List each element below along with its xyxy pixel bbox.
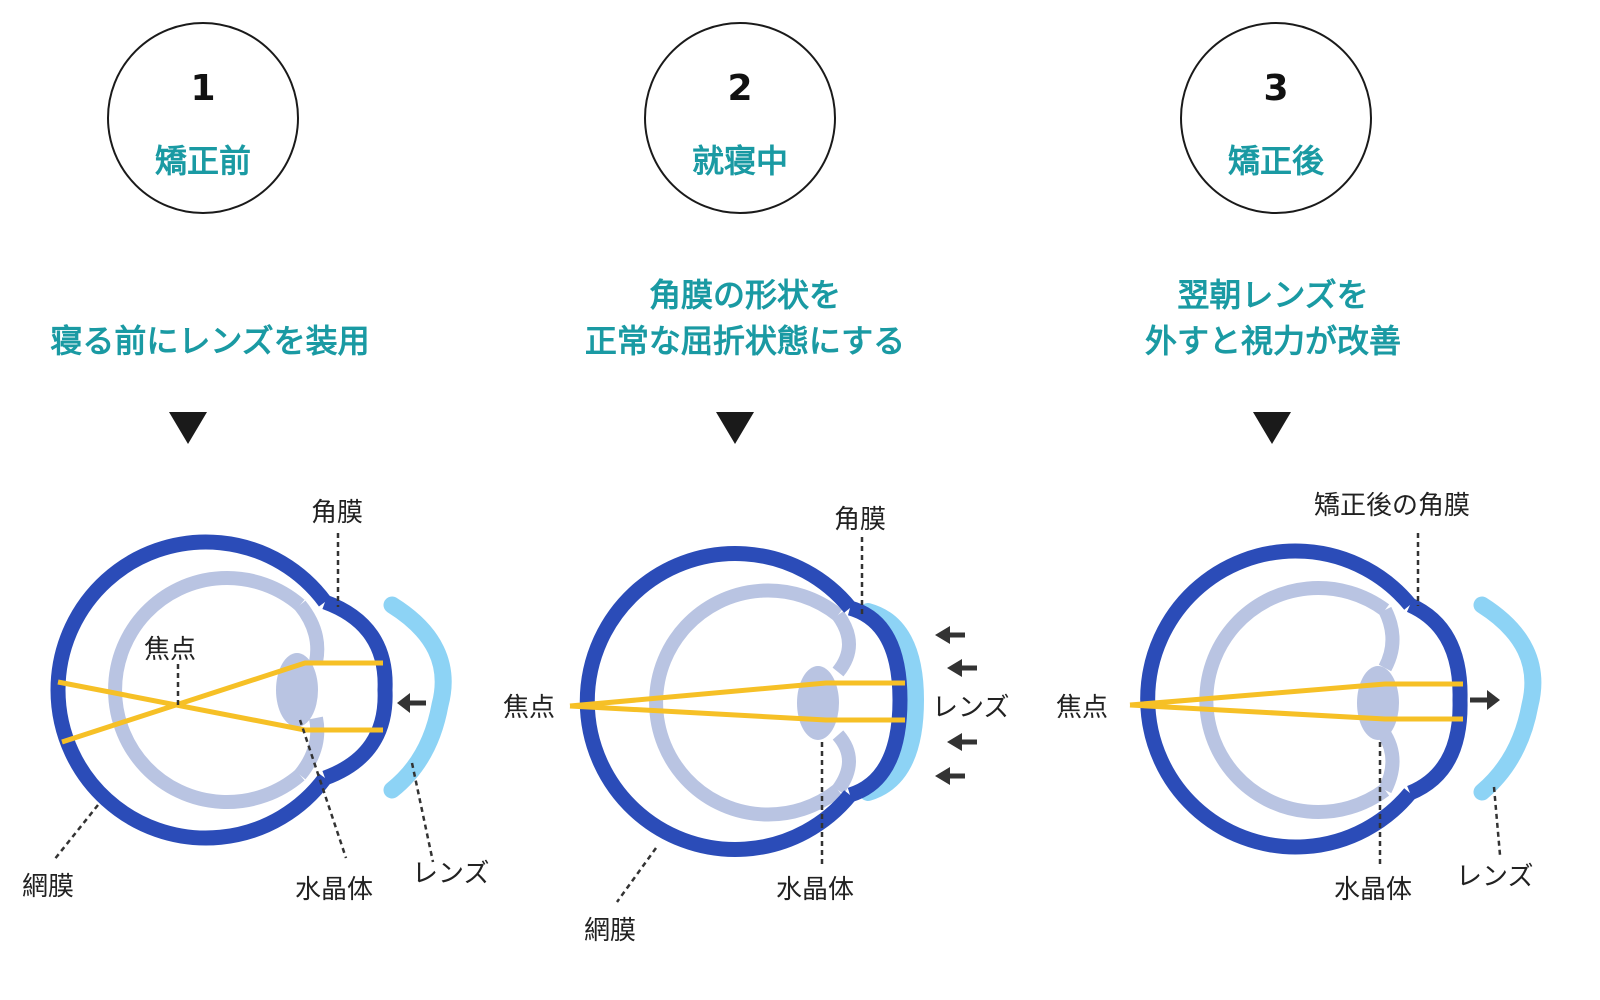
inner-eye-ring xyxy=(1378,606,1400,672)
inner-eye-ring xyxy=(1378,731,1400,794)
down-triangle-icon xyxy=(169,412,207,444)
eye-wall xyxy=(579,546,856,857)
arrow-left-icon xyxy=(397,693,410,713)
label-crystalline-lens: 水晶体 xyxy=(776,875,854,905)
description-line: 外すと視力が改善 xyxy=(1144,322,1401,360)
label-contact-lens: レンズ xyxy=(1456,862,1533,892)
step-number: 3 xyxy=(1263,68,1289,109)
eye-wall xyxy=(50,534,332,846)
contact-lens xyxy=(859,603,925,801)
crystalline-lens xyxy=(797,666,839,740)
inner-eye-ring xyxy=(108,571,305,809)
description-line: 寝る前にレンズを装用 xyxy=(50,322,370,360)
arrow-left-icon xyxy=(947,733,977,751)
inner-eye-ring xyxy=(649,583,843,822)
eye-2: 角膜 焦点 レンズ 水晶体 網膜 xyxy=(503,505,1009,946)
label-crystalline-lens: 水晶体 xyxy=(295,875,373,905)
inner-eye-ring xyxy=(294,716,325,780)
label-focus: 焦点 xyxy=(503,693,555,723)
step-description-3: 翌朝レンズを 外すと視力が改善 xyxy=(1013,272,1533,364)
arrow-left-icon xyxy=(935,767,965,785)
step-description-2: 角膜の形状を 正常な屈折状態にする xyxy=(485,272,1005,364)
label-cornea: 角膜 xyxy=(311,498,363,528)
light-ray xyxy=(61,660,383,745)
step-description-1: 寝る前にレンズを装用 xyxy=(0,318,470,364)
cornea xyxy=(847,600,908,803)
label-focus: 焦点 xyxy=(1056,693,1108,723)
label-contact-lens: レンズ xyxy=(932,693,1009,723)
light-ray xyxy=(1129,681,1463,708)
step-number: 2 xyxy=(727,68,753,109)
label-contact-lens: レンズ xyxy=(412,859,489,889)
label-cornea: 矯正後の角膜 xyxy=(1314,491,1470,521)
description-line: 翌朝レンズを xyxy=(1177,276,1369,314)
eye-3: 矯正後の角膜 焦点 水晶体 レンズ xyxy=(1056,491,1542,905)
step-circle-1: 1 矯正前 xyxy=(107,22,299,214)
step-title: 矯正後 xyxy=(1227,142,1324,180)
description-line: 正常な屈折状態にする xyxy=(584,322,906,360)
light-ray xyxy=(57,679,383,733)
label-retina: 網膜 xyxy=(22,872,74,902)
description-line: 角膜の形状を xyxy=(648,276,841,314)
cornea xyxy=(322,594,393,786)
inner-eye-ring xyxy=(294,600,325,664)
step-number: 1 xyxy=(190,68,216,109)
contact-lens xyxy=(383,596,452,799)
eye-1: 角膜 焦点 網膜 水晶体 レンズ xyxy=(22,498,489,905)
step-circle-3: 3 矯正後 xyxy=(1180,22,1372,214)
light-ray xyxy=(1129,702,1463,722)
label-retina: 網膜 xyxy=(584,916,636,946)
arrow-left-icon xyxy=(935,626,965,644)
down-triangle-icon xyxy=(1253,412,1291,444)
arrow-left-icon xyxy=(947,659,977,677)
light-ray xyxy=(569,703,905,723)
label-focus: 焦点 xyxy=(144,635,196,665)
label-cornea: 角膜 xyxy=(834,505,886,535)
eye-wall xyxy=(1140,543,1416,855)
inner-eye-ring xyxy=(832,610,856,677)
contact-lens xyxy=(1473,596,1542,801)
light-ray xyxy=(569,680,905,709)
step-circle-2: 2 就寝中 xyxy=(644,22,836,214)
inner-eye-ring xyxy=(832,730,856,795)
arrow-right-icon xyxy=(1487,690,1500,710)
down-triangle-icon xyxy=(716,412,754,444)
crystalline-lens xyxy=(1357,666,1399,740)
step-title: 矯正前 xyxy=(154,142,251,180)
step-title: 就寝中 xyxy=(691,142,788,180)
cornea xyxy=(1406,598,1468,800)
label-crystalline-lens: 水晶体 xyxy=(1334,875,1412,905)
